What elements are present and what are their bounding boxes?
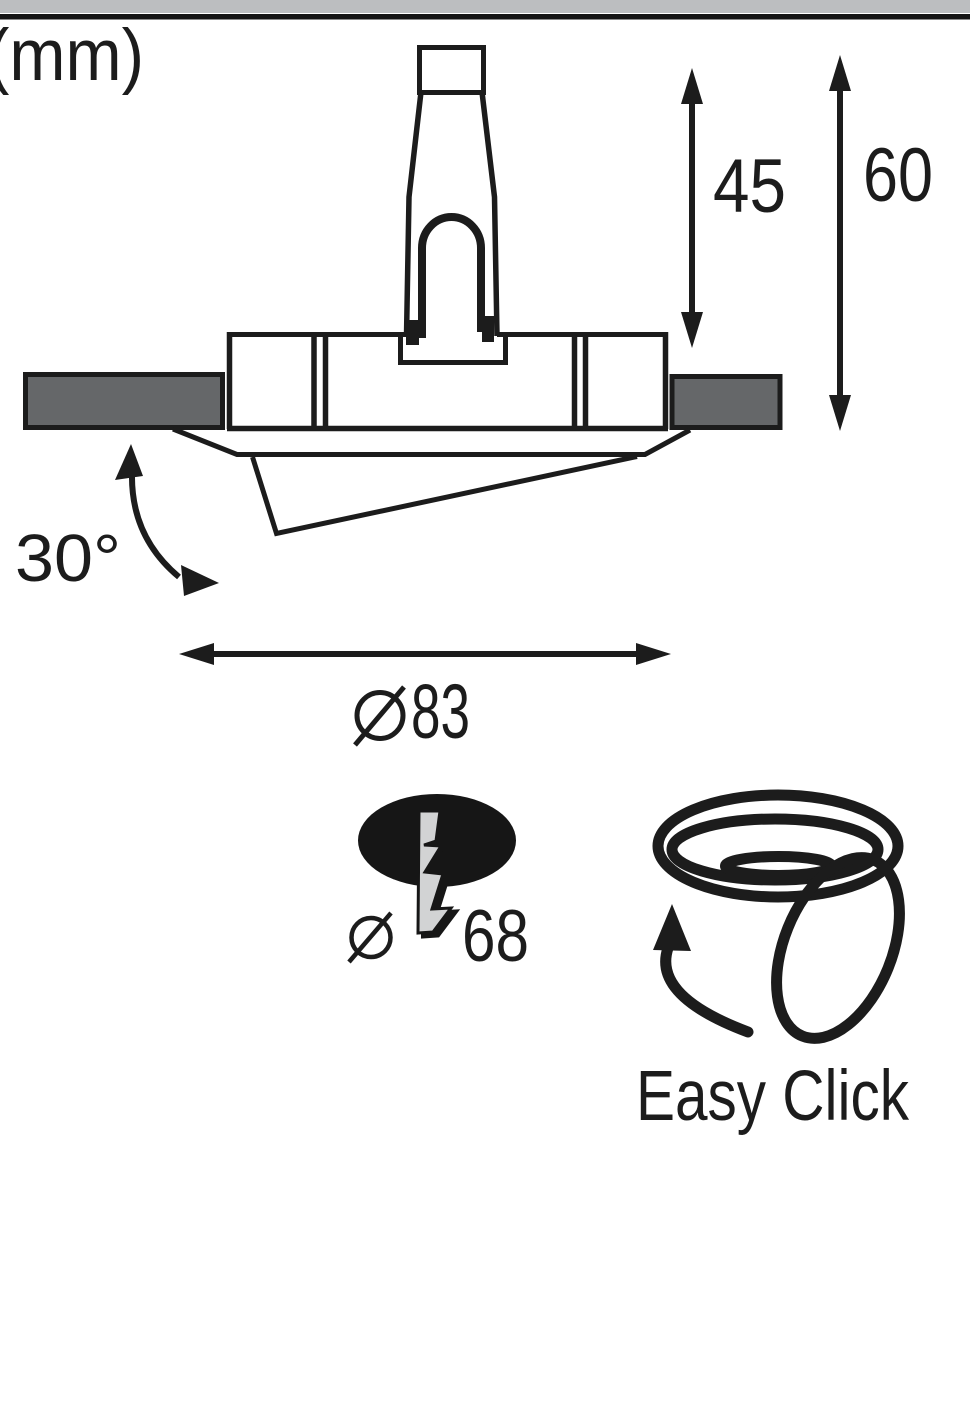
svg-text:60: 60 [863, 133, 933, 218]
svg-text:Easy Click: Easy Click [636, 1057, 909, 1136]
svg-text:45: 45 [713, 144, 786, 229]
svg-text:(mm): (mm) [0, 15, 144, 96]
svg-text:83: 83 [411, 669, 470, 755]
svg-text:68: 68 [462, 896, 529, 977]
svg-text:30°: 30° [15, 521, 121, 596]
